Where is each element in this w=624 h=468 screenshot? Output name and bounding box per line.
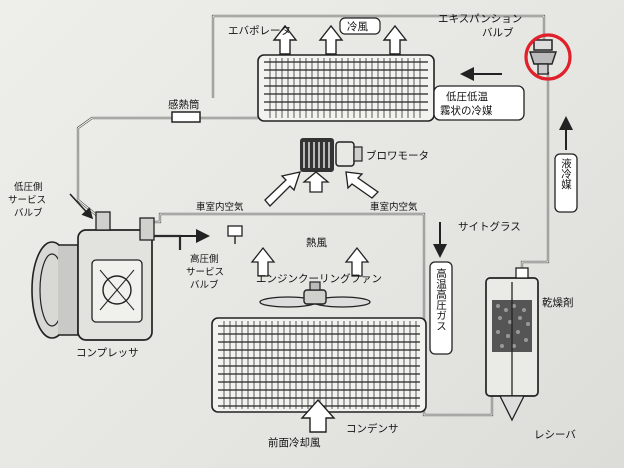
desiccant-label: 乾燥剤 <box>542 296 574 309</box>
compressor <box>31 211 155 341</box>
refrigerant-piping <box>76 14 550 417</box>
highlight-circle <box>524 33 572 81</box>
expansion-valve-label-1: エキスパンション <box>438 13 522 25</box>
cabin-air-right-label: 車室内空気 <box>370 201 418 213</box>
cabin-air-arrows <box>264 171 380 207</box>
engine-cooling-fan <box>259 281 371 308</box>
receiver-drier <box>485 267 539 422</box>
low-pressure-valve-pointer <box>69 193 94 220</box>
blower-motor <box>300 138 363 172</box>
sensing-bulb-label: 感熱筒 <box>168 98 200 111</box>
cold-air-label: 冷風 <box>347 20 368 33</box>
low-temp-label-box <box>433 85 525 121</box>
low-pressure-valve-label-2: サービス <box>8 195 46 206</box>
blower-motor-label: ブロワモータ <box>366 149 429 162</box>
high-pressure-valve-label-2: サービス <box>186 267 224 278</box>
cold-air-label-box <box>339 17 381 35</box>
high-temp-gas-label: 高温高圧ガス <box>435 267 447 331</box>
front-cooling-air-label: 前面冷却風 <box>268 436 321 449</box>
liquid-refrigerant-box <box>554 153 578 213</box>
sensing-bulb <box>171 111 201 123</box>
liquid-refrigerant-label: 液冷媒 <box>560 157 572 190</box>
high-temp-gas-box <box>429 261 453 355</box>
compressor-label: コンプレッサ <box>76 347 139 359</box>
low-pressure-valve-label-1: 低圧側 <box>14 181 43 193</box>
sight-glass-label: サイトグラス <box>458 220 521 233</box>
condenser <box>211 317 427 413</box>
receiver-label: レシーバ <box>534 429 576 441</box>
cabin-air-valve <box>227 225 243 237</box>
evaporator <box>257 54 435 122</box>
expansion-valve <box>529 39 557 75</box>
hot-air-arrows <box>250 246 370 277</box>
front-cooling-air-arrow <box>300 398 336 433</box>
low-pressure-valve-label-3: バルブ <box>14 207 43 219</box>
expansion-valve-label-2: バルブ <box>482 26 514 39</box>
evaporator-label: エバポレータ <box>228 25 291 37</box>
cooling-fan-label: エンジンクーリングファン <box>256 272 382 285</box>
high-pressure-valve-label-1: 高圧側 <box>190 253 219 265</box>
low-temp-label-1: 低圧低温 <box>446 90 488 103</box>
cabin-air-left-label: 車室内空気 <box>196 201 244 213</box>
low-temp-label-2: 霧状の冷媒 <box>440 104 493 117</box>
hot-air-label: 熱風 <box>306 236 327 249</box>
condenser-label: コンデンサ <box>346 422 399 435</box>
high-pressure-valve-label-3: バルブ <box>190 279 219 291</box>
cold-air-arrows <box>272 24 408 55</box>
